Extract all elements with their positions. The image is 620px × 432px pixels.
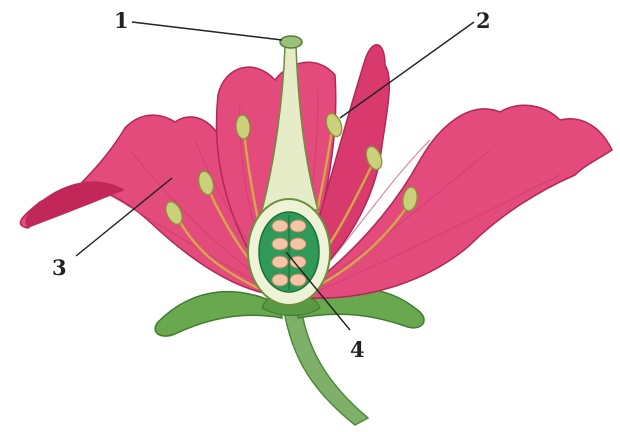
petal-left-shadow bbox=[26, 181, 125, 228]
callout-label-3: 3 bbox=[52, 255, 67, 280]
leader-line-2 bbox=[340, 22, 474, 118]
stigma bbox=[280, 36, 302, 48]
ovule bbox=[272, 220, 288, 232]
sepal-left bbox=[155, 292, 282, 336]
leader-line-1 bbox=[132, 22, 282, 40]
ovule bbox=[272, 256, 288, 268]
callout-label-1: 1 bbox=[114, 8, 129, 33]
ovule bbox=[290, 238, 306, 250]
callout-label-2: 2 bbox=[476, 8, 491, 33]
callout-label-4: 4 bbox=[350, 337, 365, 362]
flower-stalk bbox=[282, 300, 368, 425]
ovule bbox=[272, 274, 288, 286]
ovule bbox=[272, 238, 288, 250]
ovule bbox=[290, 274, 306, 286]
ovule bbox=[290, 220, 306, 232]
